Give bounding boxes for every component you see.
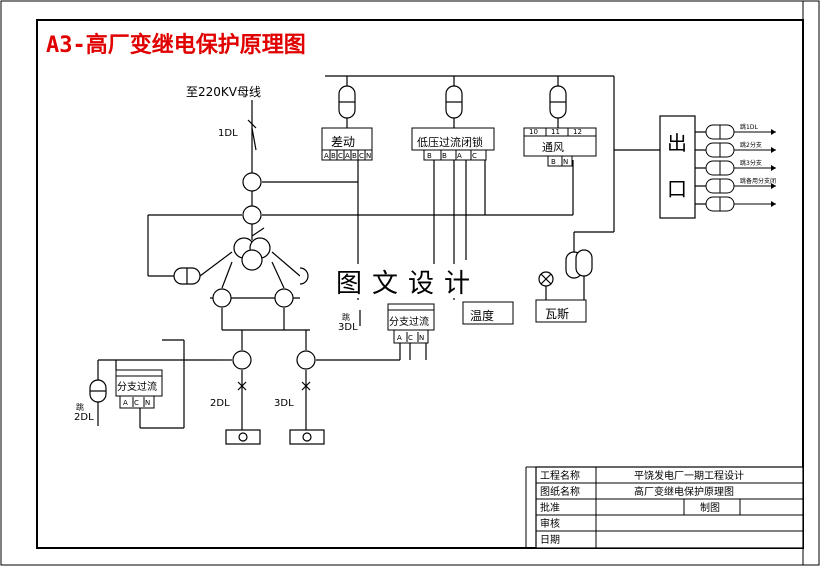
wiring: [97, 75, 706, 430]
watermark-backdrop: [330, 264, 480, 298]
gas-relay-ct: [538, 249, 593, 287]
ct-lv-right: [274, 288, 294, 308]
terminal-label: C: [408, 334, 413, 342]
terminal-label: A: [397, 334, 402, 342]
terminal-label: B: [352, 152, 357, 160]
title-block-label: 工程名称: [540, 469, 580, 482]
relay-fan-top-terminals: 10 11 12: [529, 128, 582, 136]
terminal-label: N: [419, 334, 424, 342]
terminal-label: C: [472, 152, 477, 160]
title-block-label: 图纸名称: [540, 485, 580, 498]
terminal-label: B: [331, 152, 336, 160]
terminal-label: N: [563, 158, 568, 166]
trip-3dl-label-a: 跳: [342, 312, 350, 322]
trip-2dl-label-a: 跳: [76, 402, 84, 412]
ct-transformer-left: [173, 267, 201, 285]
arrow-head: [771, 183, 776, 189]
ct-fan: [549, 85, 567, 119]
terminal-label: B: [551, 158, 556, 166]
ct-branch-2: [232, 350, 252, 370]
ct-transformer-right: [299, 267, 309, 285]
terminal-label: B: [442, 152, 447, 160]
output-label: 跳3分支: [740, 159, 762, 167]
ct-feeder-upper: [242, 172, 262, 192]
watermark: 图文设计: [336, 269, 480, 299]
exit-label-2: 口: [667, 177, 687, 201]
ct-diff: [338, 85, 356, 119]
arrow-head: [771, 129, 776, 135]
relay-gas-label: 瓦斯: [545, 307, 569, 321]
terminal-label: N: [366, 152, 371, 160]
trip-2dl-label-b: 2DL: [74, 412, 94, 423]
trip-3dl-label-b: 3DL: [338, 322, 358, 333]
terminal-label: A: [457, 152, 462, 160]
title-block-value: 高厂变继电保护原理图: [634, 485, 734, 498]
bus-label: 至220KV母线: [186, 85, 261, 99]
ct-branch-3: [296, 350, 316, 370]
terminal-label: B: [427, 152, 432, 160]
terminal-label: N: [145, 399, 150, 407]
title-block-label: 日期: [540, 534, 560, 546]
terminal-label: 12: [573, 128, 582, 136]
terminal-label: C: [134, 399, 139, 407]
output-label: 跳1DL: [740, 123, 758, 131]
relay-gas: 瓦斯: [535, 299, 587, 323]
dl1-label: 1DL: [218, 128, 238, 139]
terminal-label: 11: [551, 128, 560, 136]
ct-lv-left: [212, 288, 232, 308]
load-3: [289, 429, 325, 445]
dl2-label: 2DL: [210, 398, 230, 409]
relay-temp-label: 温度: [470, 308, 494, 323]
output-label: 跳2分支: [740, 141, 762, 149]
load-2: [225, 429, 261, 445]
arrow-head: [771, 147, 776, 153]
terminal-label: C: [359, 152, 364, 160]
title-block-extra: 制图: [700, 501, 720, 514]
relay-fan-label: 通风: [542, 141, 564, 154]
relay-lowvolt-label: 低压过流闭锁: [417, 135, 483, 149]
relay-branch-right-label: 分支过流: [389, 315, 429, 328]
output-label: 跳备用分支闭: [740, 177, 776, 185]
terminal-label: A: [324, 152, 329, 160]
arrow-head: [771, 201, 776, 207]
inner-border: [36, 19, 804, 549]
drawing-title: A3-高厂变继电保护原理图: [46, 32, 306, 58]
title-block-value: 平饶发电厂一期工程设计: [634, 469, 744, 482]
terminal-label: C: [338, 152, 343, 160]
exit-label-1: 出: [667, 131, 687, 155]
terminal-label: A: [123, 399, 128, 407]
ct-lowvolt: [445, 85, 463, 119]
ct-left-relay: [89, 379, 107, 403]
terminal-label: 10: [529, 128, 538, 136]
relay-temp: 温度: [462, 301, 514, 325]
relay-branch-left-label: 分支过流: [117, 380, 157, 393]
title-block-label: 批准: [540, 501, 560, 514]
terminal-label: A: [345, 152, 350, 160]
exit-box: 出 口: [659, 115, 696, 219]
dl3-label: 3DL: [274, 398, 294, 409]
relay-lowvolt: 低压过流闭锁 B B A C: [411, 127, 495, 161]
title-block-label: 审核: [540, 517, 560, 530]
relay-diff-label: 差动: [331, 135, 355, 149]
arrow-head: [771, 165, 776, 171]
transformer-symbol: [233, 227, 271, 271]
ct-feeder-lower: [242, 205, 262, 225]
